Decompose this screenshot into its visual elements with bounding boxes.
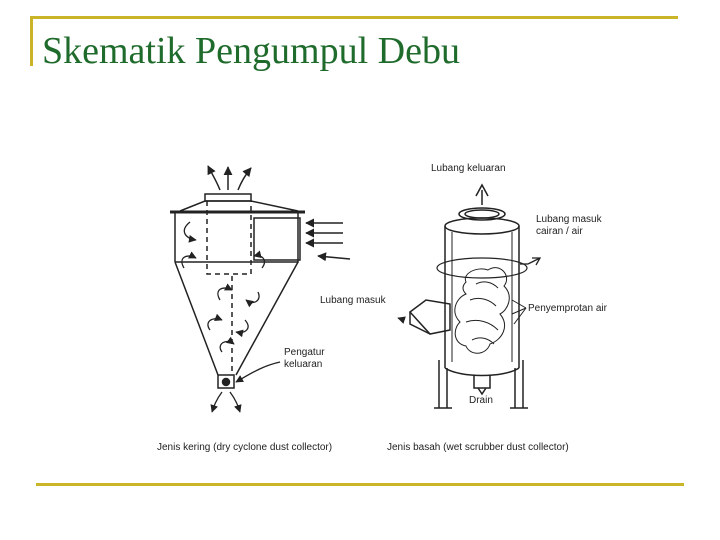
spray-leader-lines xyxy=(511,299,527,325)
regulator-leader-line xyxy=(235,361,281,383)
cyclone-roof xyxy=(179,200,299,212)
dry-inlet-label: Lubang masuk xyxy=(320,295,387,306)
left-rule xyxy=(30,16,33,66)
bottom-rule xyxy=(36,483,684,486)
cyclone-inlet-duct xyxy=(253,217,301,261)
wet-scrubber-collector xyxy=(408,207,528,409)
cyclone-discharge-arrows xyxy=(210,391,242,413)
cyclone-body xyxy=(174,212,299,263)
vortex-finder xyxy=(206,201,252,275)
scrubber-outlet-label: Lubang keluaran xyxy=(431,163,506,174)
drain-label: Drain xyxy=(469,395,493,406)
dry-cyclone-collector xyxy=(170,193,305,389)
cyclone-cone xyxy=(174,261,299,376)
wet-caption: Jenis basah (wet scrubber dust collector… xyxy=(387,442,569,453)
scrubber-spray-cloud xyxy=(454,267,510,354)
top-rule xyxy=(30,16,678,19)
scrubber-shell xyxy=(444,226,520,368)
cyclone-outlet-flange xyxy=(204,193,252,202)
outlet-regulator-valve xyxy=(217,374,235,389)
scrubber-exhaust-arrow xyxy=(475,183,489,205)
liquid-inlet-label-line1: Lubang masuk xyxy=(536,214,603,225)
liquid-inlet-arrows xyxy=(520,257,542,266)
spray-ring xyxy=(436,257,528,279)
cyclone-exhaust-arrows xyxy=(207,165,252,191)
scrubber-gas-inlet-duct xyxy=(408,299,451,335)
spray-label: Penyemprotan air xyxy=(528,303,608,314)
regulator-label-line1: Pengatur xyxy=(284,347,325,358)
dry-caption: Jenis kering (dry cyclone dust collector… xyxy=(157,442,332,453)
cyclone-inlet-arrows xyxy=(305,218,351,262)
scrubber-legs xyxy=(438,360,524,408)
liquid-inlet-label-line2: cairan / air xyxy=(536,226,583,237)
scrubber-gas-inlet-arrow xyxy=(397,316,406,324)
scrubber-outlet-ring xyxy=(458,207,506,221)
cyclone-swirl-arrows xyxy=(181,221,266,353)
regulator-label-line2: keluaran xyxy=(284,359,322,370)
slide-title: Skematik Pengumpul Debu xyxy=(42,30,460,72)
drain-nozzle xyxy=(473,375,491,389)
